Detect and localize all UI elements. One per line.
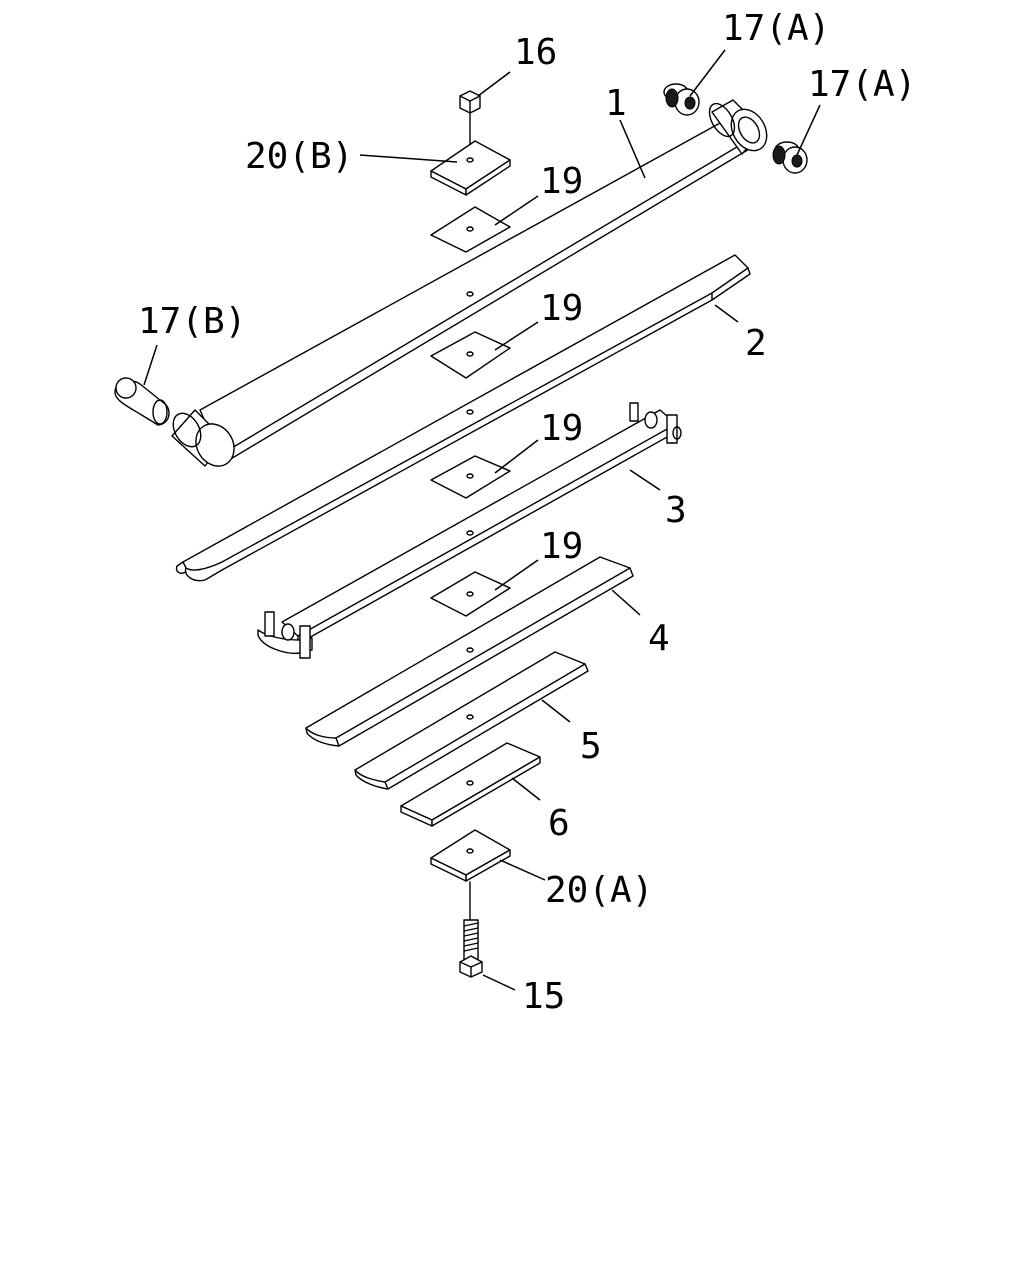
label-19-4: 19	[540, 526, 583, 567]
part-4-fourth-leaf	[305, 556, 634, 747]
label-19-2: 19	[540, 288, 583, 329]
part-1-main-leaf	[171, 99, 768, 467]
label-17a-2: 17(A)	[808, 64, 916, 105]
part-20a-plate	[430, 829, 511, 882]
part-3-third-leaf	[257, 402, 682, 659]
part-17b-bushing	[114, 377, 170, 426]
part-19-pad-2	[430, 331, 511, 379]
label-19-3: 19	[540, 408, 583, 449]
callout-labels: 16 17(A) 17(A) 1 20(B) 19 17(B) 19 2 19 …	[138, 8, 916, 1017]
label-19-1: 19	[540, 161, 583, 202]
label-4: 4	[648, 618, 670, 659]
part-19-pad-3	[430, 455, 511, 499]
part-19-pad-4	[430, 571, 511, 617]
leader-lines	[143, 49, 821, 991]
label-20b: 20(B)	[245, 136, 353, 177]
part-5-fifth-leaf	[354, 651, 589, 790]
part-17a-bushing-2	[772, 141, 808, 174]
part-17a-bushing-1	[663, 83, 700, 116]
label-5: 5	[580, 726, 602, 767]
part-19-pad-1	[430, 206, 511, 253]
label-17b: 17(B)	[138, 301, 246, 342]
label-17a-1: 17(A)	[722, 8, 830, 49]
label-16: 16	[514, 32, 557, 73]
label-1: 1	[605, 83, 627, 124]
part-15-bolt	[459, 881, 483, 978]
part-2-second-leaf	[175, 254, 751, 582]
part-16-nut	[459, 90, 481, 159]
part-6-sixth-leaf	[400, 742, 541, 827]
label-20a: 20(A)	[545, 870, 653, 911]
label-6: 6	[548, 803, 570, 844]
part-20b-plate	[430, 140, 511, 196]
label-2: 2	[745, 323, 767, 364]
label-3: 3	[665, 490, 687, 531]
label-15: 15	[522, 976, 565, 1017]
